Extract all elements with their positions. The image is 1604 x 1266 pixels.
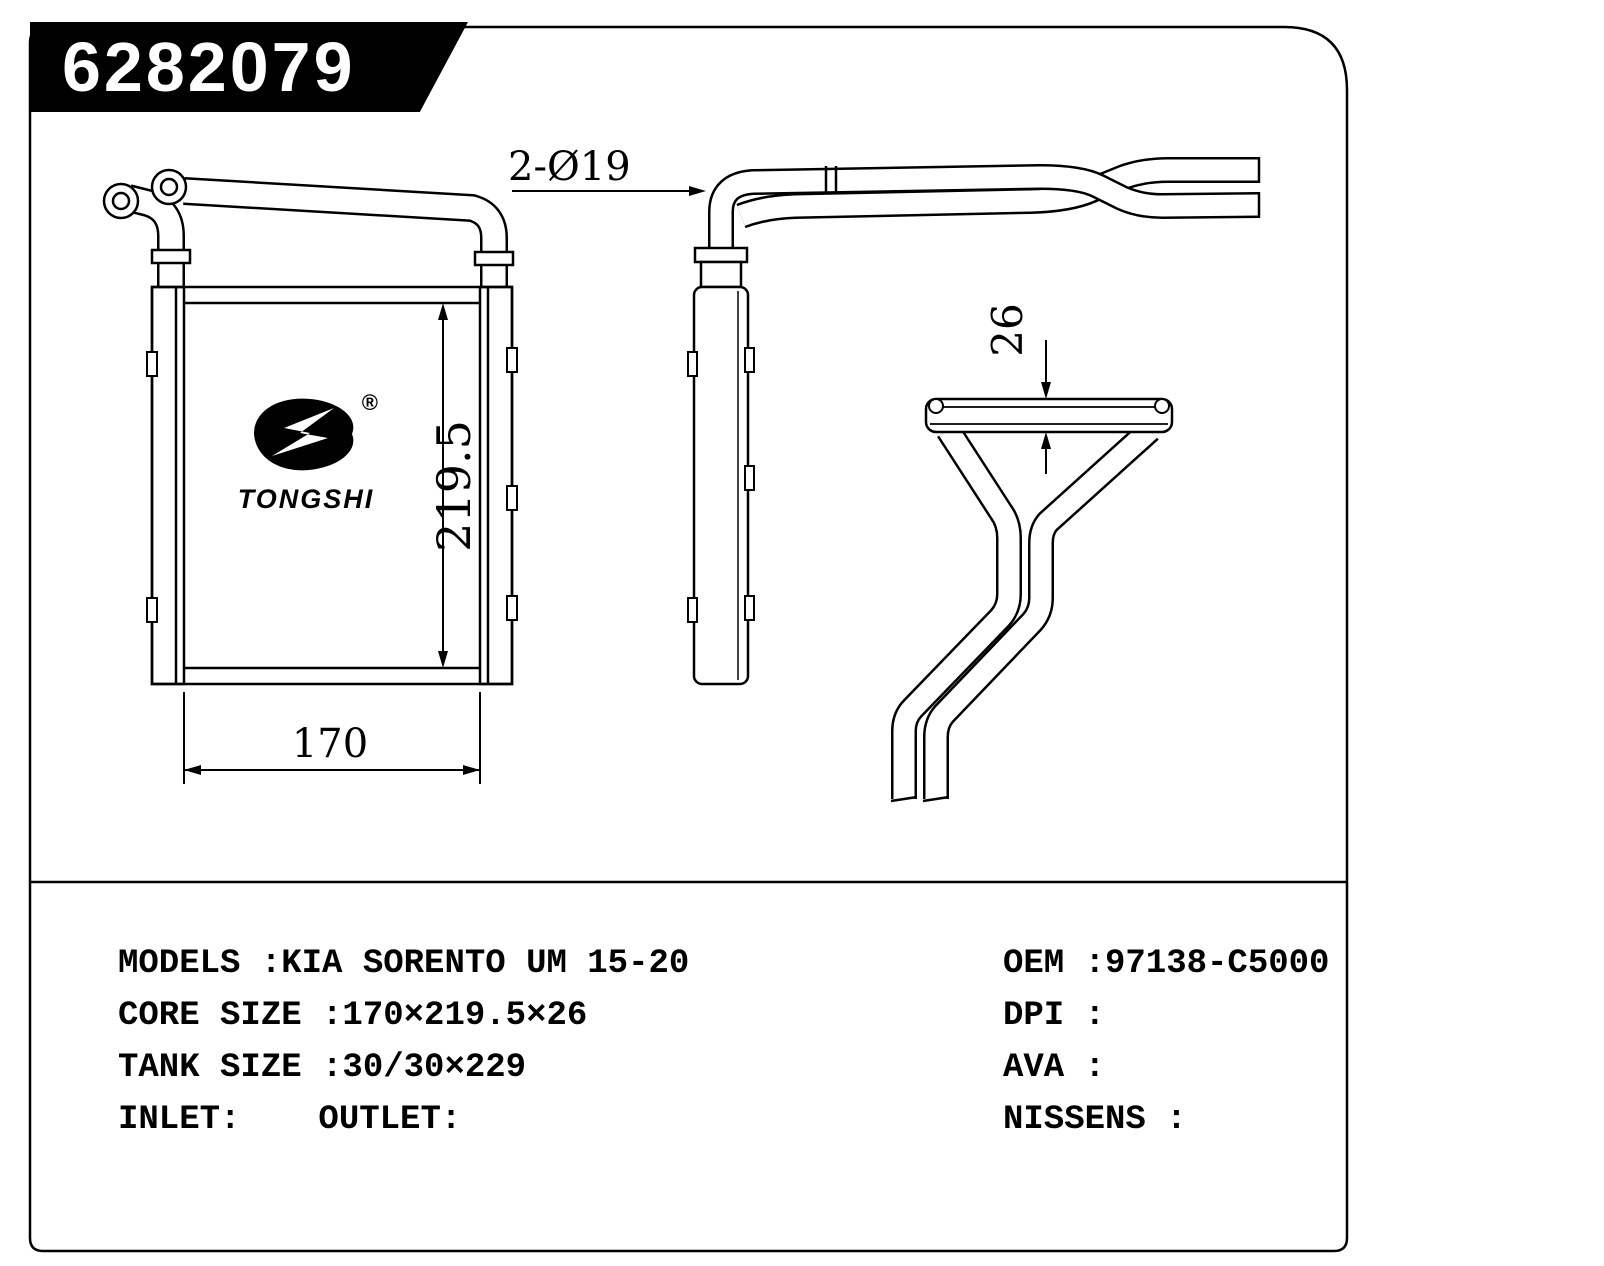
spec-models: MODELS :KIA SORENTO UM 15-20: [118, 945, 690, 983]
dim-core-width-label: 170: [292, 721, 368, 767]
brand-swoosh-icon: [254, 398, 354, 471]
spec-core-size: CORE SIZE :170×219.5×26: [118, 997, 588, 1035]
part-number: 6282079: [62, 28, 356, 106]
dim-pipe-note-label: 2-Ø19: [508, 144, 631, 190]
spec-ava: AVA :: [1003, 1049, 1106, 1087]
part-number-banner: 6282079: [30, 22, 468, 112]
spec-outlet: OUTLET:: [318, 1101, 462, 1139]
dim-core-depth: 26: [983, 303, 1051, 474]
dim-core-height-label: 219.5: [427, 420, 481, 552]
spec-nissens: NISSENS :: [1003, 1101, 1187, 1139]
spec-dpi: DPI :: [1003, 997, 1106, 1035]
front-view: 219.5 170: [102, 168, 518, 784]
tank-profile: [692, 285, 750, 686]
dim-core-width: 170: [183, 692, 481, 784]
spec-tank-size: TANK SIZE :30/30×229: [118, 1049, 527, 1087]
top-view: 26: [890, 303, 1174, 803]
spec-column-right: OEM :97138-C5000 DPI : AVA : NISSENS :: [1003, 938, 1329, 1146]
spec-column-left: MODELS :KIA SORENTO UM 15-20 CORE SIZE :…: [118, 938, 689, 1146]
mounting-tabs: [146, 347, 518, 623]
registered-trademark-icon: ®: [361, 390, 378, 415]
spec-inlet-outlet: INLET: OUTLET:: [118, 1094, 689, 1146]
tank-tabs: [687, 347, 755, 623]
dim-core-depth-label: 26: [983, 303, 1032, 356]
pipe-flanges: [102, 168, 515, 267]
core-body: [150, 285, 514, 686]
side-view: 2-Ø19: [508, 144, 1261, 686]
spec-oem: OEM :97138-C5000: [1003, 945, 1330, 983]
dim-pipe-note: 2-Ø19: [508, 144, 706, 196]
spec-inlet: INLET:: [118, 1101, 241, 1139]
brand-logo: ® TONGSHI: [226, 390, 386, 515]
brand-name: TONGSHI: [237, 484, 375, 514]
dim-core-height: 219.5: [427, 303, 481, 668]
core-edge: [924, 397, 1174, 434]
